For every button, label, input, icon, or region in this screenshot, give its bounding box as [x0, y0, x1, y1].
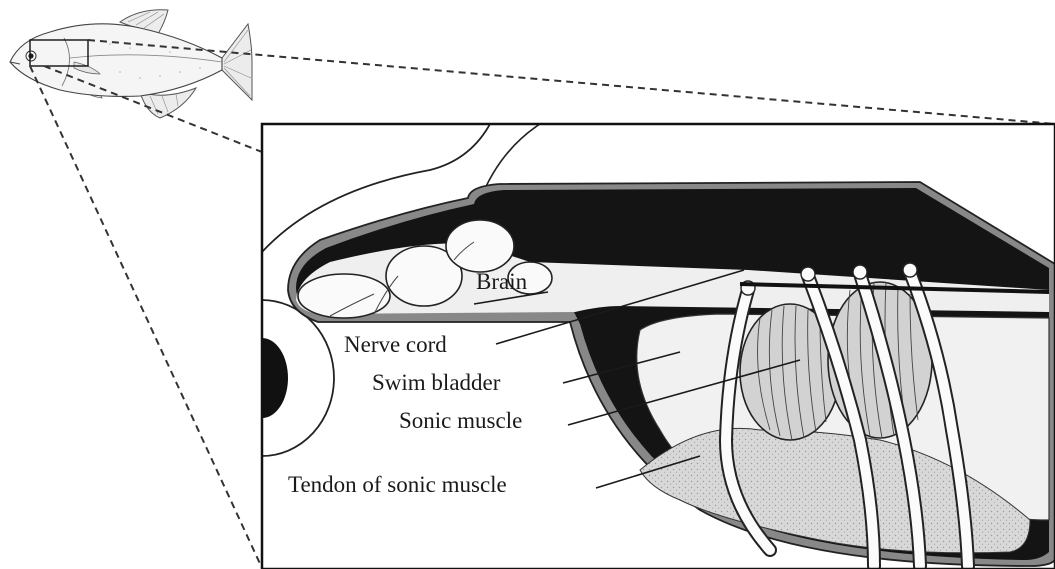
label-tendon-text: Tendon of sonic muscle	[288, 472, 507, 497]
label-swim-bladder-text: Swim bladder	[372, 370, 501, 395]
enlarged-panel	[190, 124, 1055, 569]
label-sonic-muscle-text: Sonic muscle	[399, 408, 522, 433]
label-brain-text: Brain	[476, 269, 528, 294]
label-nerve-cord-text: Nerve cord	[344, 332, 447, 357]
